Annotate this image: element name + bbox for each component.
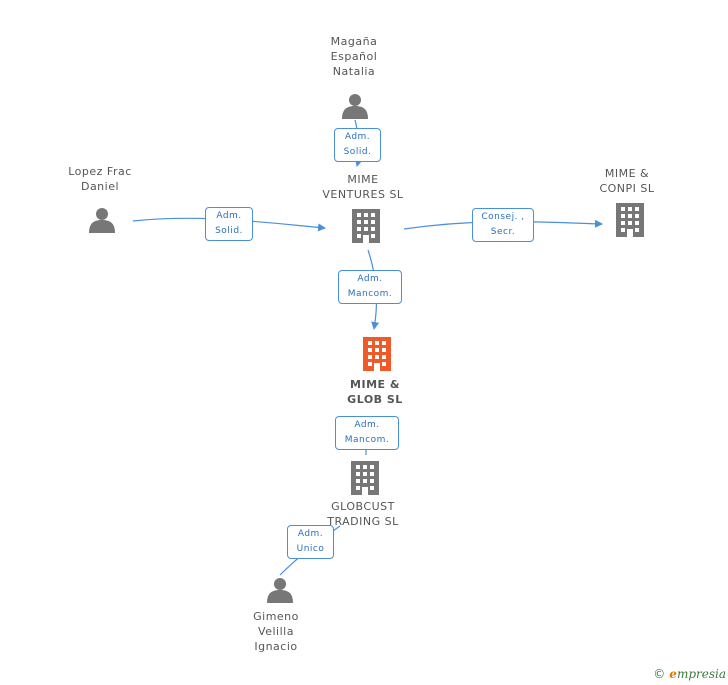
edge-label-line: Adm. bbox=[357, 274, 383, 284]
node-mime-ventures-label[interactable]: MIME VENTURES SL bbox=[313, 172, 413, 202]
node-mime-glob-label[interactable]: MIME & GLOB SL bbox=[330, 377, 420, 407]
edge-label-line: Adm. bbox=[216, 211, 242, 221]
edge-label-line: Solid. bbox=[343, 147, 372, 157]
node-label-line: MIME & bbox=[604, 167, 650, 180]
node-mime-conpi-label[interactable]: MIME & CONPI SL bbox=[582, 166, 672, 196]
node-label-line: Magaña bbox=[330, 35, 378, 48]
node-label-line: Lopez Frac bbox=[68, 165, 132, 178]
person-icon bbox=[342, 94, 368, 119]
brand-logo-text: mpresia bbox=[676, 667, 726, 681]
node-gimeno-label[interactable]: Gimeno Velilla Ignacio bbox=[236, 609, 316, 654]
node-label-line: Español bbox=[330, 50, 378, 63]
edge-label-ventures-glob[interactable]: Adm. Mancom. bbox=[338, 270, 402, 304]
node-label-line: VENTURES SL bbox=[322, 188, 404, 201]
edge-label-line: Mancom. bbox=[347, 289, 393, 299]
node-label-line: MIME & bbox=[350, 378, 400, 391]
node-magana-label[interactable]: Magaña Español Natalia bbox=[314, 34, 394, 79]
copyright-symbol: © bbox=[653, 667, 666, 681]
edge-label-line: Mancom. bbox=[344, 435, 390, 445]
edge-label-ventures-conpi[interactable]: Consej. , Secr. bbox=[472, 208, 534, 242]
edge-label-gimeno-globcust[interactable]: Adm. Unico bbox=[287, 525, 334, 559]
node-label-line: Ignacio bbox=[254, 640, 298, 653]
brand-footer[interactable]: ©empresia bbox=[653, 667, 726, 681]
edge-label-line: Unico bbox=[296, 544, 325, 554]
edge-label-lopez-ventures[interactable]: Adm. Solid. bbox=[205, 207, 253, 241]
brand-logo-initial: e bbox=[669, 667, 677, 681]
node-label-line: MIME bbox=[347, 173, 379, 186]
node-label-line: Velilla bbox=[258, 625, 294, 638]
main-company-building-icon bbox=[363, 337, 391, 371]
edge-label-line: Adm. bbox=[344, 132, 371, 142]
node-lopez-label[interactable]: Lopez Frac Daniel bbox=[55, 164, 145, 194]
node-label-line: Gimeno bbox=[253, 610, 299, 623]
node-label-line: GLOB SL bbox=[347, 393, 403, 406]
edge-label-magana-ventures[interactable]: Adm. Solid. bbox=[334, 128, 381, 162]
edge-label-line: Adm. bbox=[354, 420, 380, 430]
person-icon bbox=[267, 578, 293, 603]
person-icon bbox=[89, 208, 115, 233]
building-icon bbox=[351, 461, 379, 495]
edge-label-line: Secr. bbox=[490, 227, 516, 237]
node-label-line: GLOBCUST bbox=[331, 500, 395, 513]
building-icon bbox=[616, 203, 644, 237]
edge-label-globcust-glob[interactable]: Adm. Mancom. bbox=[335, 416, 399, 450]
node-label-line: Daniel bbox=[80, 180, 120, 193]
node-globcust-label[interactable]: GLOBCUST TRADING SL bbox=[313, 499, 413, 529]
node-label-line: CONPI SL bbox=[599, 182, 655, 195]
edge-label-line: Consej. , bbox=[481, 212, 525, 222]
building-icon bbox=[352, 209, 380, 243]
node-label-line: Natalia bbox=[332, 65, 376, 78]
edge-label-line: Solid. bbox=[215, 226, 243, 236]
node-label-line: TRADING SL bbox=[327, 515, 399, 528]
edge-label-line: Adm. bbox=[297, 529, 324, 539]
